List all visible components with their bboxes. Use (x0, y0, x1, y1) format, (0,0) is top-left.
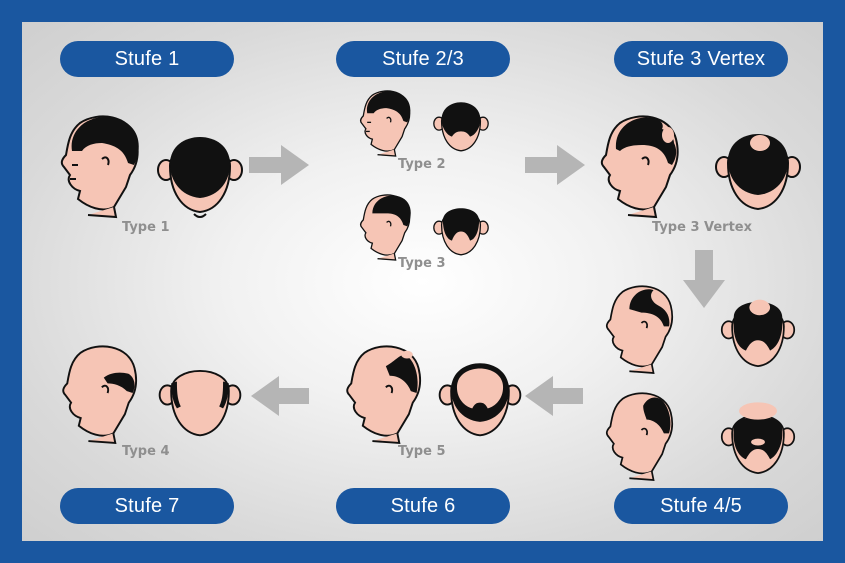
type-caption-5: Type 5 (398, 444, 446, 459)
type-caption-1: Type 1 (122, 220, 170, 235)
stage-label-stufe-4-5: Stufe 4/5 (614, 488, 788, 524)
arrow-right-icon (249, 145, 309, 185)
arrow-left-icon (525, 376, 583, 416)
head-top-type-5-icon (438, 363, 522, 437)
stage-label-stufe-3-vertex: Stufe 3 Vertex (614, 41, 788, 77)
head-top-type-3-icon (433, 208, 489, 256)
type-caption-3: Type 3 (398, 256, 446, 271)
type-caption-3-vertex: Type 3 Vertex (652, 220, 753, 235)
head-side-stufe-4-upper-icon (605, 285, 674, 374)
stage-label-stufe-6: Stufe 6 (336, 488, 510, 524)
head-side-type-1-icon (60, 115, 140, 218)
head-top-type-3-vertex-icon (715, 134, 801, 211)
head-side-type-2-icon (359, 90, 412, 157)
type-caption-4: Type 4 (122, 444, 170, 459)
arrow-right-icon (525, 145, 585, 185)
head-side-type-5-icon (346, 345, 422, 445)
head-top-stufe-5-lower-icon (720, 402, 796, 474)
head-top-type-2-icon (433, 102, 489, 152)
stage-label-stufe-1: Stufe 1 (60, 41, 234, 77)
head-side-type-3-vertex-icon (600, 115, 679, 219)
head-side-type-3-icon (359, 194, 411, 261)
head-top-type-1-icon (157, 136, 243, 218)
type-caption-2: Type 2 (398, 157, 446, 172)
stage-label-stufe-7: Stufe 7 (60, 488, 234, 524)
stage-label-stufe-2-3: Stufe 2/3 (336, 41, 510, 77)
head-side-stufe-5-lower-icon (605, 392, 674, 481)
arrow-down-icon (683, 250, 725, 308)
arrow-left-icon (251, 376, 309, 416)
head-side-type-4-icon (62, 345, 138, 445)
head-top-stufe-4-upper-icon (720, 299, 796, 367)
head-top-type-4-icon (158, 370, 242, 437)
